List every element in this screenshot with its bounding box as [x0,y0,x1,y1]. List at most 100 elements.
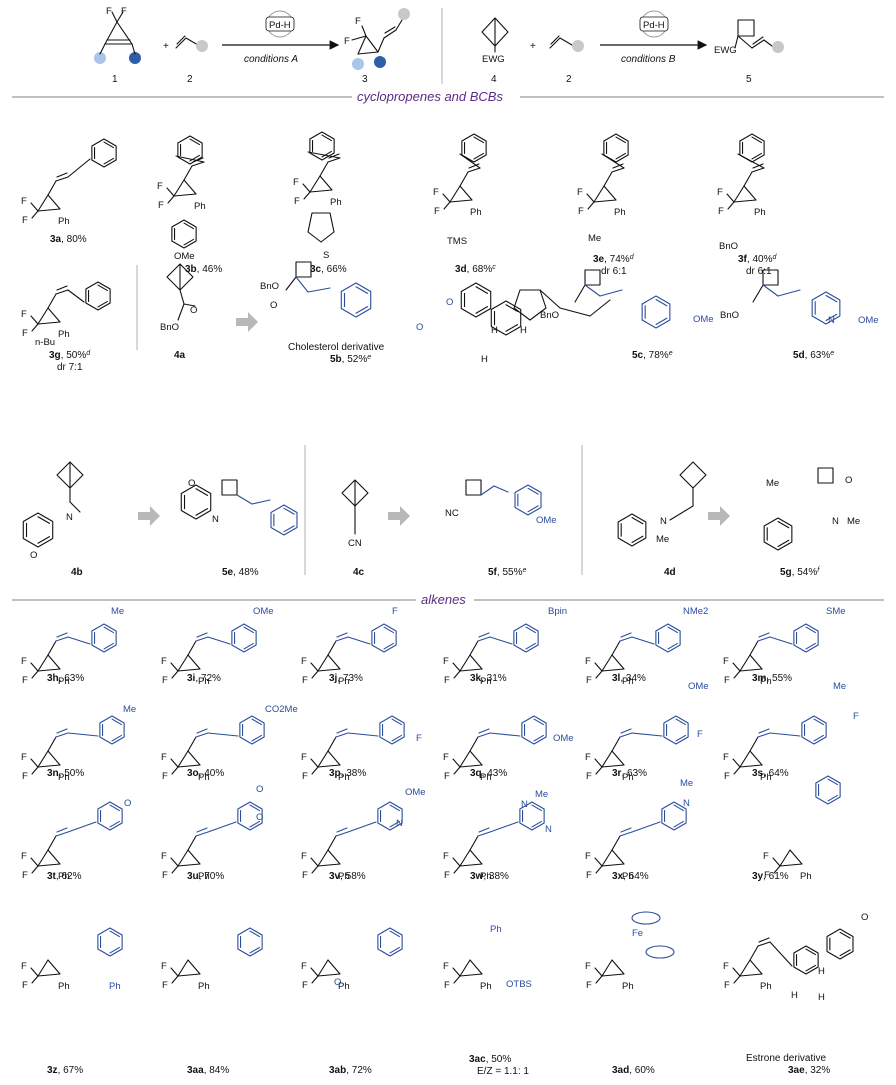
substituent-dot-gray [398,8,410,20]
bond [675,734,687,742]
bond [327,750,341,766]
bond [733,185,745,203]
atom-label: F [443,851,449,862]
bond [347,821,377,833]
catalyst-badge-b: Pd-H [639,10,669,38]
bond [30,967,39,977]
bond [173,193,197,197]
compound-label: 3a, 80% [50,234,87,245]
substituent-label: N [683,798,690,809]
bond [769,732,801,737]
bond [587,201,595,210]
bond [601,959,613,977]
bond [480,485,495,496]
atom-label: Ph [622,981,634,992]
ring [490,300,522,336]
bond [207,636,231,645]
bond [236,494,253,505]
atom-label: F [585,961,591,972]
bond [56,827,68,833]
bond [31,323,39,332]
bond [743,185,757,201]
conditions-label: conditions A [244,54,298,65]
compound-note: dr 7:1 [57,362,83,373]
ring [801,715,827,745]
ring [817,467,834,484]
substituent-label: BnO [719,241,738,252]
substituent-label: OMe [405,787,426,798]
bond [47,194,61,210]
substituent-label: Me [833,681,846,692]
bond [171,975,179,984]
substituent-label: Ph [490,924,502,935]
bond [183,165,193,181]
bond [739,764,763,768]
atom-label: Ph [58,871,70,882]
bond [249,930,261,938]
atom-f: F [355,16,361,27]
bond [727,201,735,210]
compound-label: 3t, 62% [47,871,82,882]
ring [465,479,482,496]
atom-label: F [433,187,439,198]
atom-label: Ph [480,772,492,783]
ring [584,269,601,286]
bond [594,857,603,867]
bond [207,821,237,833]
bond [478,728,490,734]
bond [37,863,61,867]
bond [459,849,471,867]
ring [519,801,545,831]
compound-label: 3i, 72% [187,673,221,684]
bond [611,640,621,656]
bond [619,732,633,738]
bond [109,930,121,938]
bond [595,865,603,874]
atom-label: Ph [760,981,772,992]
bond [56,172,68,178]
bond [749,654,763,670]
substituent-label: OMe [553,733,574,744]
substituent-label: BnO [260,281,279,292]
bond [751,167,765,173]
bond [805,948,817,956]
bond [805,642,817,650]
bond [789,849,803,865]
bond [321,150,333,158]
atom-label: Ph [622,871,634,882]
bond [459,668,483,672]
bond [453,865,461,874]
atom-label: F [585,656,591,667]
substituent-label: O [124,798,131,809]
bond [187,835,197,851]
bond [295,276,309,293]
bond [317,750,329,768]
substituent-label: F [697,729,703,740]
atom-label: Ph [470,207,482,218]
bond [321,134,333,142]
substituent-dot-light [94,52,106,64]
substituent-label: O [30,550,37,561]
bond [601,973,625,977]
substituent-label: Me [123,704,136,715]
ring [762,269,779,286]
ring [85,281,111,311]
bond [336,728,348,734]
compound-2-structure [549,35,584,52]
atom-label: F [301,961,307,972]
bond [620,632,632,638]
bond [505,324,519,332]
bond [459,750,471,768]
bond [739,973,763,977]
bond [31,670,39,679]
bond [839,931,851,939]
bond [478,827,490,833]
compound-label: 3ac, 50% [469,1054,511,1065]
bond [166,187,175,197]
bond [103,642,115,650]
compound-label: 5c, 78%e [632,350,673,362]
compound-label: 5 [746,74,752,85]
ring [171,219,197,249]
